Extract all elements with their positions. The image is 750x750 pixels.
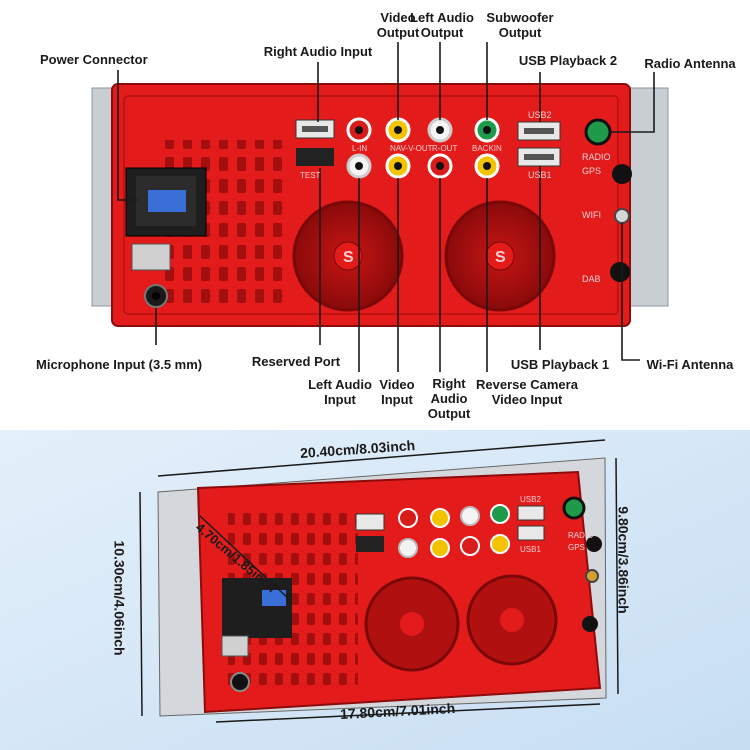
mark-usb1: USB1 xyxy=(528,170,552,180)
left-fan xyxy=(292,200,404,312)
bottom-mark-gps: GPS xyxy=(568,543,585,552)
mark-dab: DAB xyxy=(582,274,601,284)
label-reserved-port: Reserved Port xyxy=(251,354,341,369)
dim-height-right: 9.80cm/3.86inch xyxy=(615,506,632,614)
mark-wifi: WIFI xyxy=(582,210,601,220)
bottom-mark-radio: RADIO xyxy=(568,531,593,540)
label-wifi-antenna: Wi-Fi Antenna xyxy=(646,357,734,372)
label-reverse-camera-video-input: Reverse Camera Video Input xyxy=(476,377,578,407)
label-usb-playback-2: USB Playback 2 xyxy=(518,53,618,68)
fan-logo-left: S xyxy=(343,249,354,266)
leader-lines xyxy=(117,42,655,372)
label-right-audio-input: Right Audio Input xyxy=(263,44,373,59)
dim-height-left: 10.30cm/4.06inch xyxy=(111,540,128,656)
label-right-audio-output: Right Audio Output xyxy=(427,376,471,421)
dimension-lines xyxy=(139,439,619,723)
label-subwoofer-output: Subwoofer Output xyxy=(486,10,554,40)
label-microphone-input: Microphone Input (3.5 mm) xyxy=(36,357,203,372)
bottom-dimension-view: RADIO GPS USB2 USB1 xyxy=(0,430,750,750)
label-video-output: Video Output xyxy=(376,10,420,40)
rca-row-top xyxy=(346,117,500,143)
mark-lin: L-IN xyxy=(352,144,367,153)
label-usb-playback-1: USB Playback 1 xyxy=(510,357,610,372)
rca-row-bottom xyxy=(346,153,500,179)
label-left-audio-input: Left Audio Input xyxy=(308,377,372,407)
mark-radio: RADIO xyxy=(582,152,611,162)
mark-r-out: R-OUT xyxy=(432,144,457,153)
mark-gps: GPS xyxy=(582,166,601,176)
mark-test: TEST xyxy=(300,171,321,180)
label-video-input: Video Input xyxy=(379,377,415,407)
wifi-antenna-jack xyxy=(614,208,630,224)
reserved-connector xyxy=(131,243,171,271)
label-power-connector: Power Connector xyxy=(40,52,148,67)
label-left-audio-output: Left Audio Output xyxy=(410,10,474,40)
mark-back-in: BACKIN xyxy=(472,144,502,153)
bottom-mark-usb1: USB1 xyxy=(520,545,541,554)
label-radio-antenna: Radio Antenna xyxy=(644,56,736,71)
mark-nav-out: NAV-V-OUT xyxy=(390,144,433,153)
top-rear-view: TEST L-IN NAV-V-OUT R-OUT BACKIN USB2 US… xyxy=(91,42,669,372)
bottom-mark-usb2: USB2 xyxy=(520,495,541,504)
right-fan xyxy=(444,200,556,312)
test-port xyxy=(296,148,334,166)
bottom-rca-grid xyxy=(398,504,510,558)
mark-usb2: USB2 xyxy=(528,110,552,120)
fan-logo-right: S xyxy=(495,249,506,266)
radio-antenna-jack xyxy=(584,118,612,146)
